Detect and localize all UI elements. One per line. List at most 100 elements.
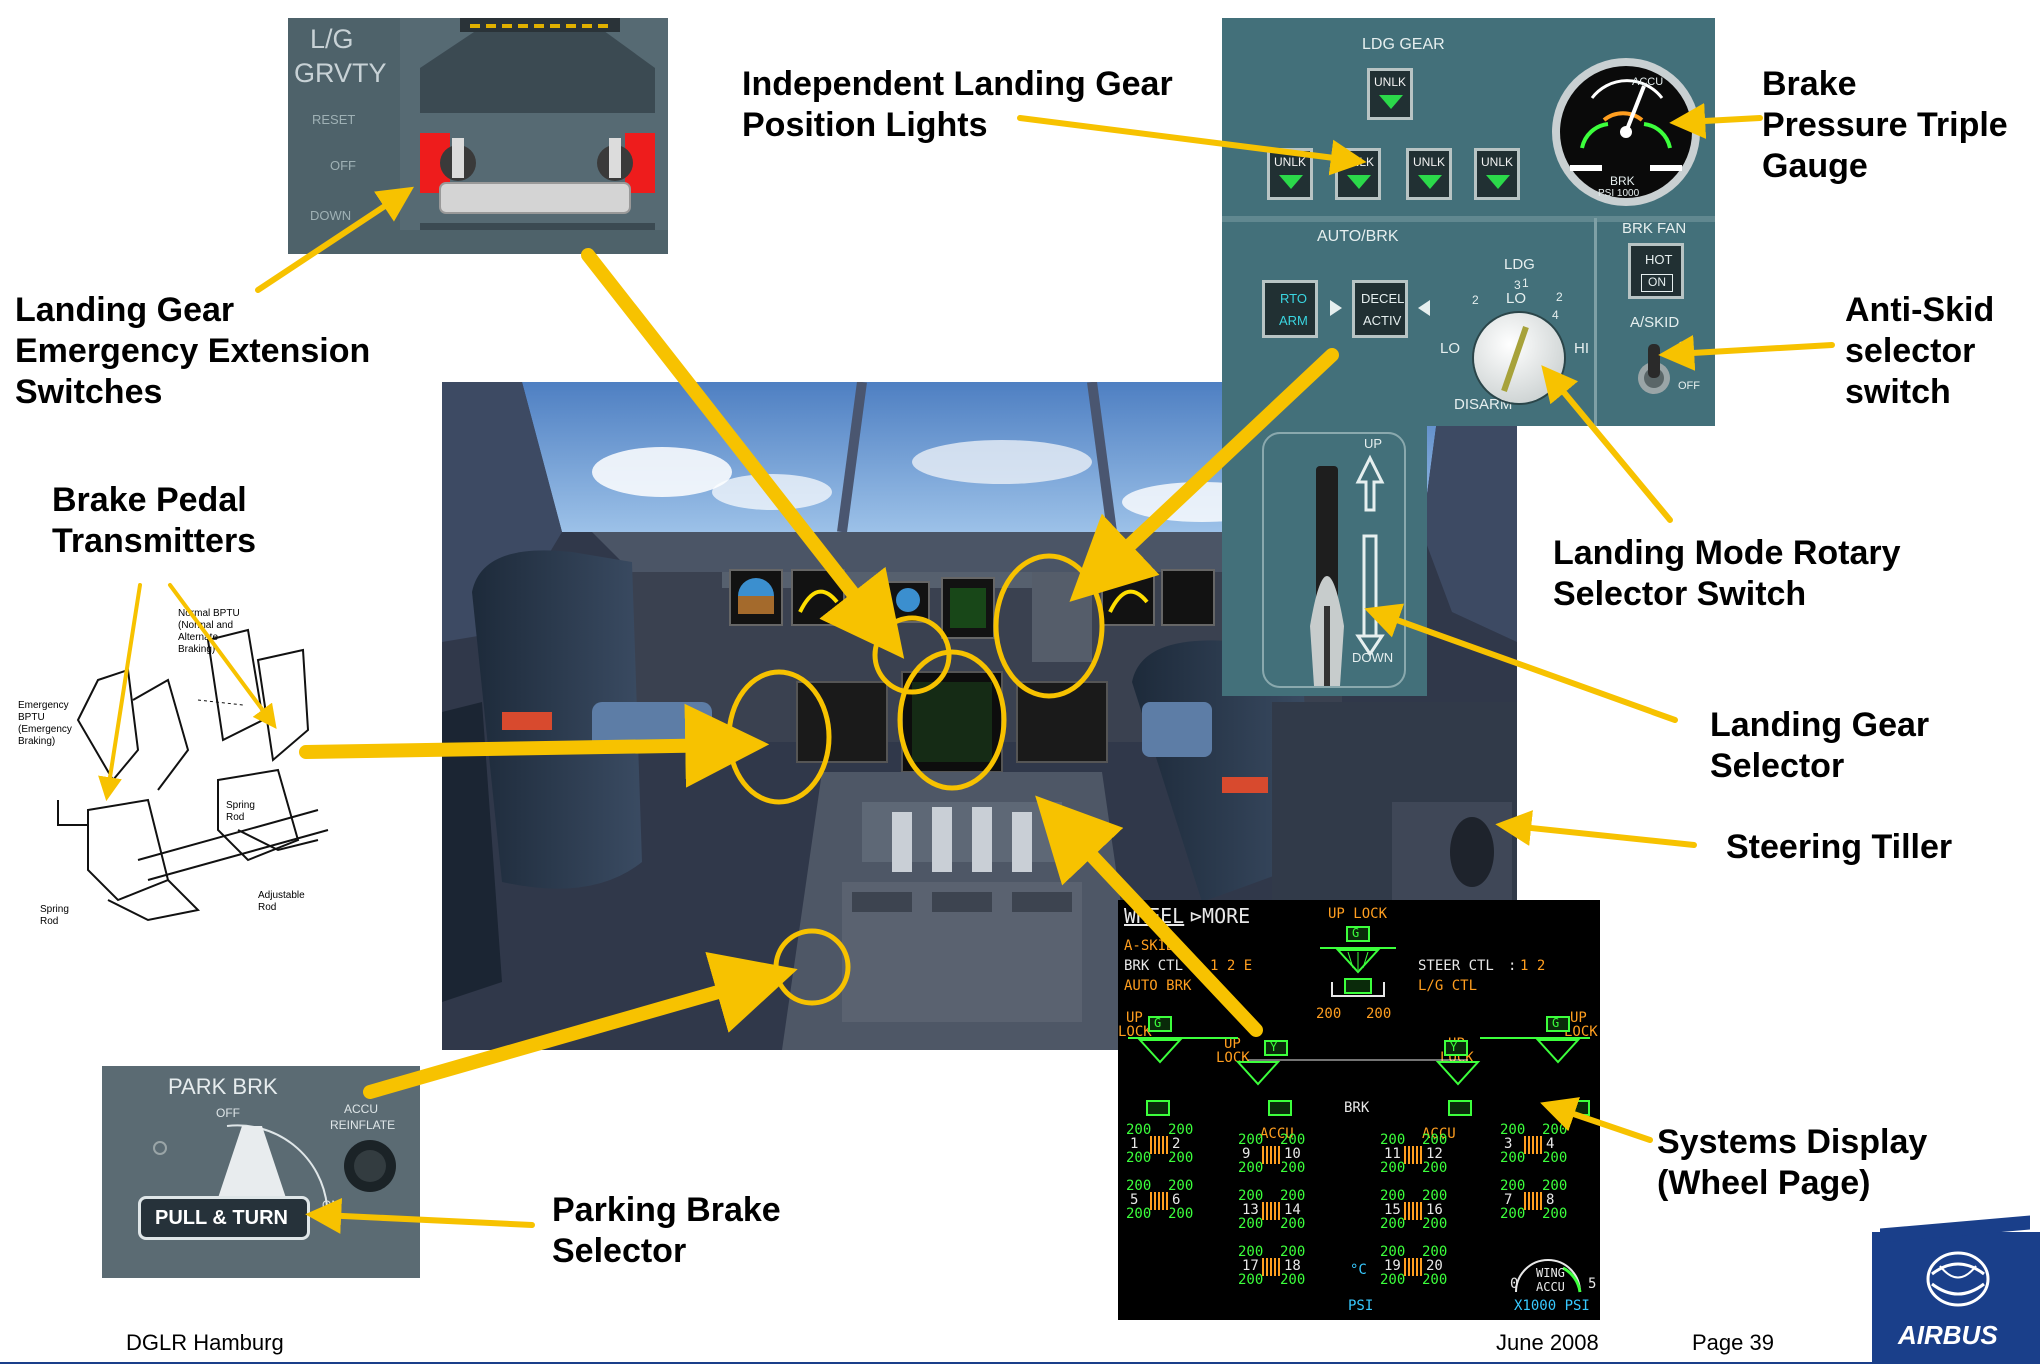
callout-anti-skid: Anti-Skid selector switch [1845,291,1995,411]
wheel-number: 9 [1242,1146,1251,1162]
footer-page: Page 39 [1692,1330,1774,1355]
wheel-number: 6 [1172,1192,1181,1208]
callout-systems-display: Systems Display (Wheel Page) [1657,1123,1928,1202]
brake-temp-value: 200 [1238,1244,1264,1260]
brake-pressure-value: 200 [1380,1272,1406,1288]
brake-pressure-value: 200 [1168,1206,1194,1222]
wheel-title: WHEEL [1124,904,1185,928]
brake-wheel-symbol [1524,1136,1544,1154]
brake-pressure-value: 200 [1542,1150,1568,1166]
lg-ctl-label: L/G CTL [1418,978,1478,994]
deg-c-label: °C [1350,1262,1367,1278]
wing-gauge-max: 5 [1588,1276,1597,1292]
decel-activ-button[interactable]: DECEL ACTIV [1352,280,1408,338]
brake-temp-value: 200 [1168,1122,1194,1138]
rotary-ldg-label: LDG [1504,256,1535,273]
wheel-number: 13 [1242,1202,1259,1218]
airbus-swirl-icon [1926,1251,1990,1307]
rto-arm-button[interactable]: RTO ARM [1262,280,1318,338]
brake-temp-value: 200 [1238,1188,1264,1204]
nose-gear-unlk-light: UNLK [1367,68,1413,120]
wheel-number: 4 [1546,1136,1555,1152]
brake-pressure-value: 200 [1280,1216,1306,1232]
brake-pressure-value: 200 [1422,1272,1448,1288]
grvty-off-label: OFF [330,158,356,173]
grvty-title-line1: L/G [310,24,354,54]
rotary-disarm-label: DISARM [1454,396,1513,413]
gear-unlk-light-4: UNLK [1474,148,1520,200]
brake-pedal-diagram: Normal BPTU (Normal and Alternate Brakin… [18,600,338,940]
wheel-number: 1 [1130,1136,1139,1152]
brake-pressure-value: 200 [1422,1160,1448,1176]
landing-gear-lever-panel: UP DOWN [1222,426,1427,696]
brake-temp-value: 200 [1168,1178,1194,1194]
rotary-num-3: 3 [1514,278,1521,292]
grvty-reset-label: RESET [312,112,356,127]
callout-landing-mode: Landing Mode Rotary Selector Switch [1553,534,1901,613]
emergency-bptu-label: Emergency BPTU (Emergency Braking) [18,700,72,747]
rotary-lo-label-left: LO [1440,340,1461,357]
brake-wheel-symbol [1404,1258,1424,1276]
brake-wheel-symbol [1150,1192,1170,1210]
rotary-num-1: 1 [1522,276,1529,290]
callout-brake-pedal: Brake Pedal Transmitters [52,481,257,560]
callout-gear-selector: Landing Gear Selector [1710,706,1930,785]
landing-mode-rotary-knob[interactable] [1474,313,1564,403]
brake-wheel-symbol [1262,1202,1282,1220]
gravity-extension-panel: L/G GRVTY RESET OFF DOWN [288,18,668,254]
brake-pressure-value: 200 [1280,1272,1306,1288]
anti-skid-toggle-switch[interactable] [1634,338,1674,398]
brake-wheel-symbol [1262,1258,1282,1276]
steer-ctl-label: STEER CTL [1418,958,1494,974]
brake-pressure-value: 200 [1380,1216,1406,1232]
brake-pressure-value: 200 [1238,1216,1264,1232]
grvty-title-line2: GRVTY [294,58,387,88]
brake-pressure-value: 200 [1238,1160,1264,1176]
rotary-num-4: 4 [1552,308,1559,322]
brake-pressure-value: 200 [1126,1206,1152,1222]
normal-bptu-label: Normal BPTU (Normal and Alternate Brakin… [178,608,240,655]
psi-label: PSI [1348,1298,1374,1314]
landing-gear-lever[interactable] [1310,466,1344,686]
brake-temp-value: 200 [1126,1122,1152,1138]
park-brk-off-label: OFF [216,1106,240,1120]
adjustable-rod-label: Adjustable Rod [258,890,305,913]
brake-temp-value: 200 [1422,1132,1448,1148]
spring-rod-label: Spring Rod [226,800,255,823]
rotary-num-5: 2 [1556,290,1563,304]
rotary-num-2: 2 [1472,293,1479,307]
wheel-number: 19 [1384,1258,1401,1274]
pull-and-turn-knob[interactable]: PULL & TURN [138,1196,310,1240]
wheel-number: 11 [1384,1146,1401,1162]
brake-temp-value: 200 [1422,1244,1448,1260]
wheel-number: 2 [1172,1136,1181,1152]
brake-temp-value: 200 [1380,1244,1406,1260]
footer-rule [0,1362,2040,1364]
landing-gear-panel: LDG GEAR UNLK UNLK UNLK UNLK UNLK ACCU B… [1222,18,1715,426]
brake-temp-value: 200 [1542,1178,1568,1194]
auto-brk-label: AUTO/BRK [1317,228,1399,245]
wheel-number: 5 [1130,1192,1139,1208]
brake-wheel-symbol [1404,1146,1424,1164]
gear-unlk-light-2: UNLK [1335,148,1381,200]
steer-ctl-value: 1 2 [1520,958,1546,974]
gear-unlk-light-3: UNLK [1406,148,1452,200]
spring-rod-label-2: Spring Rod [40,904,69,927]
callout-parking-brake: Parking Brake Selector [552,1191,781,1270]
brk-center-label: BRK [1344,1100,1370,1116]
wheel-number: 14 [1284,1202,1301,1218]
brake-pressure-value: 200 [1280,1160,1306,1176]
brake-pressure-value: 200 [1422,1216,1448,1232]
airbus-logo: AIRBUS [1872,1215,2040,1364]
brake-pressure-value: 200 [1238,1272,1264,1288]
parking-brake-panel: PARK BRK OFF ACCU REINFLATE ON PULL & TU… [102,1066,420,1278]
wing-label: WING [1536,1266,1565,1280]
accu-reinflate-label: REINFLATE [330,1118,396,1132]
brake-temp-value: 200 [1422,1188,1448,1204]
gauge-brk-label: BRK [1610,174,1635,188]
brake-temp-value: 200 [1280,1244,1306,1260]
brk-fan-hot-button[interactable]: HOT ON [1628,243,1684,299]
brake-temp-value: 200 [1500,1178,1526,1194]
askid-on-label: ON [1678,340,1695,352]
rotary-hi-label: HI [1574,340,1589,357]
